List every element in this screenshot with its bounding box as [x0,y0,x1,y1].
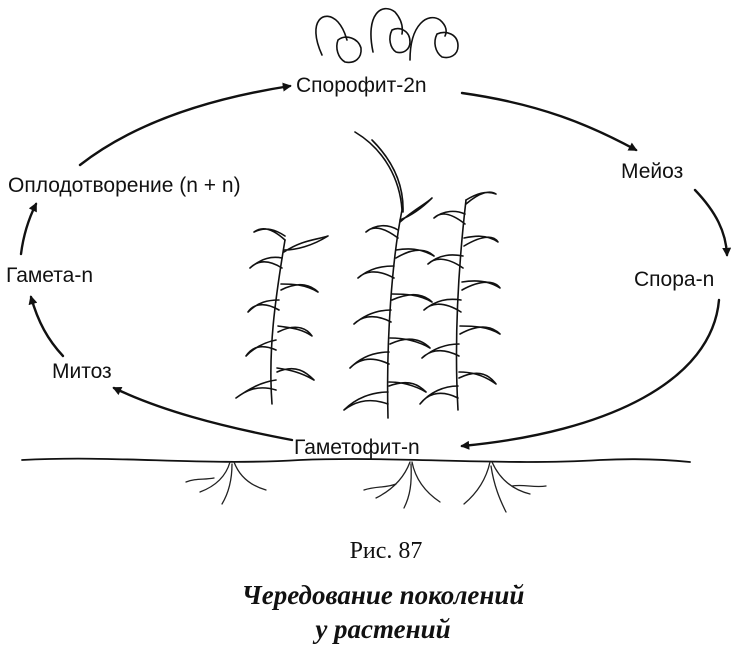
figure-number: Рис. 87 [350,538,423,564]
arrow-spore-to-gametophyte [460,298,721,450]
label-meiosis: Мейоз [621,160,683,183]
label-sporophyte: Спорофит-2n [296,74,427,97]
label-gametophyte: Гаметофит-n [294,436,420,459]
arrow-sporophyte-to-meiosis [460,91,638,152]
figure-title-line1: Чередование поколений [242,580,525,610]
figure-caption: Рис. 87 Чередование поколений у растений [242,538,525,644]
figure-title-line2: у растений [312,614,450,644]
arrow-fertilization-to-sporophyte [78,82,292,167]
cycle-arrows [19,82,732,450]
label-fertilization: Оплодотворение (n + n) [8,174,241,197]
moss-capsule-icon [315,7,459,64]
rhizoid-icon [21,457,691,513]
arrow-meiosis-to-spore [693,188,732,257]
label-spore: Спора-n [634,268,714,291]
moss-plant-icon [235,131,501,419]
arrow-gametophyte-to-mitosis [112,386,294,442]
ground-line [21,457,691,463]
label-gamete: Гамета-n [6,264,93,287]
label-mitosis: Митоз [52,360,112,383]
arrow-mitosis-to-gamete [28,295,65,358]
arrow-gamete-to-fertilization [19,202,38,256]
cycle-labels: Спорофит-2n Мейоз Спора-n Гаметофит-n Ми… [6,74,714,459]
